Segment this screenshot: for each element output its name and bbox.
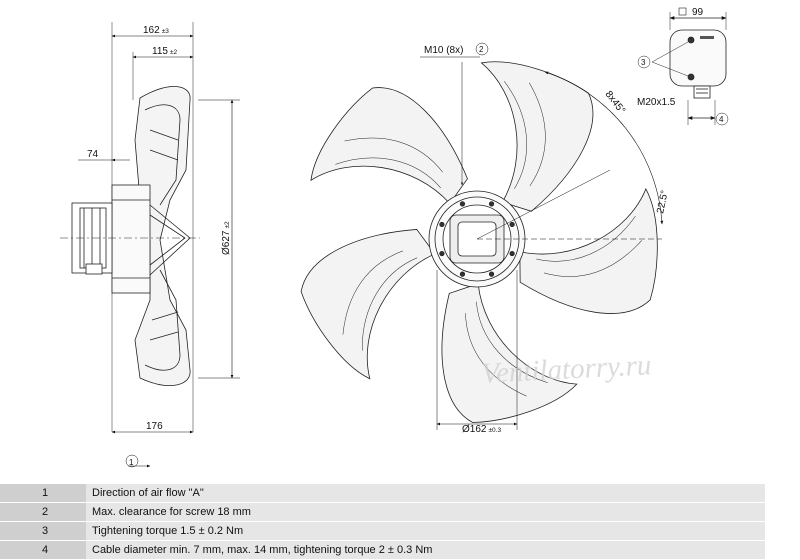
hub-bolt [488,271,495,277]
dim-box-width: 99 [692,7,704,18]
side-view [60,22,200,432]
dim-hub-diameter: Ø162±0.3 [462,424,501,435]
legend-table: 1 Direction of air flow "A" 2 Max. clear… [0,484,765,560]
legend-number: 1 [0,484,86,503]
dim-bolt-pattern: 8x45° [603,89,627,116]
hub-bolt [459,271,466,277]
dim-side-depth: 162±3 [143,25,169,36]
legend-text: Cable diameter min. 7 mm, max. 14 mm, ti… [86,540,765,560]
legend-text: Direction of air flow "A" [86,484,765,503]
fan-blade [310,87,468,205]
terminal-box [637,7,729,126]
side-dimensions [78,34,240,468]
legend-row: 3 Tightening torque 1.5 ± 0.2 Nm [0,521,765,541]
legend-row: 1 Direction of air flow "A" [0,484,765,503]
legend-number: 2 [0,502,86,522]
legend-text: Max. clearance for screw 18 mm [86,502,765,522]
front-dimensions [420,42,664,430]
dim-motor-offset: 74 [87,149,99,160]
hub-bolt [509,250,515,257]
legend-number: 4 [0,540,86,560]
callout-3: 3 [641,58,646,67]
legend-row: 4 Cable diameter min. 7 mm, max. 14 mm, … [0,540,765,560]
fan-blade [519,187,658,314]
hub-bolt [488,201,495,207]
fan-blade [300,229,436,380]
fan-blade [441,283,578,423]
dim-bottom-depth: 176 [146,421,163,432]
hub-bolt [439,221,445,228]
dim-screw-thread: M10 (8x) [424,45,463,56]
hub-bolt [509,221,515,228]
hub-bolt [459,201,466,207]
legend-number: 3 [0,521,86,541]
legend-text: Tightening torque 1.5 ± 0.2 Nm [86,521,765,541]
callout-2: 2 [479,45,484,54]
legend-row: 2 Max. clearance for screw 18 mm [0,502,765,522]
dim-fan-diameter: Ø627±2 [221,221,232,255]
hub-bolt [439,250,445,257]
front-view [300,61,658,423]
callout-1: 1 [129,458,134,467]
callout-4: 4 [719,115,724,124]
technical-drawing: 162±3 115±2 74 Ø627±2 176 1 M10 (8x) 2 8… [60,7,729,468]
dim-cable-gland: M20x1.5 [637,97,676,108]
dim-bolt-offset-angle: 22.5° [655,189,671,214]
dim-hub-depth: 115±2 [152,46,178,57]
